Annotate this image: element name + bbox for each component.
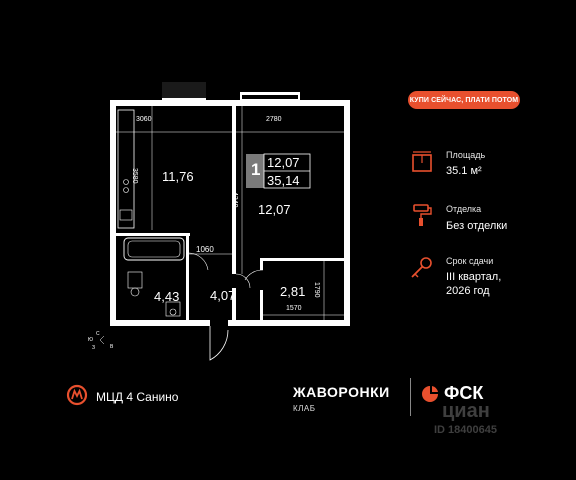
floor-plan (100, 82, 350, 361)
dim-left-vertical: 3580 (131, 168, 138, 184)
area-label: Площадь (446, 150, 486, 160)
dim-top-right: 2780 (266, 116, 282, 123)
metro-station: МЦД 4 Санино (96, 390, 179, 404)
finish-label: Отделка (446, 204, 482, 214)
developer-name: ФСК (444, 383, 484, 403)
promo-badge[interactable]: КУПИ СЕЙЧАС, ПЛАТИ ПОТОМ (408, 91, 520, 109)
metro-icon (66, 384, 88, 406)
dim-top-left: 3060 (136, 116, 152, 123)
dim-small-vertical: 1790 (313, 282, 320, 298)
deadline-value-year: 2026 год (446, 285, 490, 297)
room-living-area: 12,07 (258, 202, 291, 217)
paint-roller-icon (413, 204, 432, 226)
badge-room-count: 1 (251, 160, 261, 179)
room-kitchen-area: 11,76 (162, 169, 194, 184)
badge-total-area: 35,14 (267, 173, 300, 188)
brand-divider (410, 378, 411, 416)
compass-north: С (96, 331, 100, 337)
dim-center-vertical: 4340 (231, 192, 238, 208)
deadline-label: Срок сдачи (446, 256, 494, 266)
floorplan-icon (412, 151, 432, 172)
room-hall-area: 4,07 (210, 288, 236, 303)
watermark-id: ID 18400645 (434, 424, 497, 436)
dim-small-width: 1570 (286, 305, 302, 312)
project-name: ЖАВОРОНКИ (293, 384, 390, 400)
compass-west: З (92, 345, 96, 351)
developer-logo-icon (422, 386, 438, 402)
deadline-value-quarter: III квартал, (446, 271, 502, 283)
watermark-brand: циан (442, 400, 490, 422)
compass-south: Ю (88, 337, 94, 343)
room-storage-area: 2,81 (280, 284, 306, 299)
compass-east: В (110, 344, 114, 350)
finish-value: Без отделки (446, 220, 508, 232)
dim-bath-width: 1060 (196, 245, 214, 254)
project-subtitle: КЛАБ (293, 404, 316, 413)
area-value: 35.1 м² (446, 165, 482, 177)
key-icon (411, 257, 432, 278)
room-bathroom-area: 4,43 (154, 289, 180, 304)
badge-living-area: 12,07 (267, 155, 300, 170)
